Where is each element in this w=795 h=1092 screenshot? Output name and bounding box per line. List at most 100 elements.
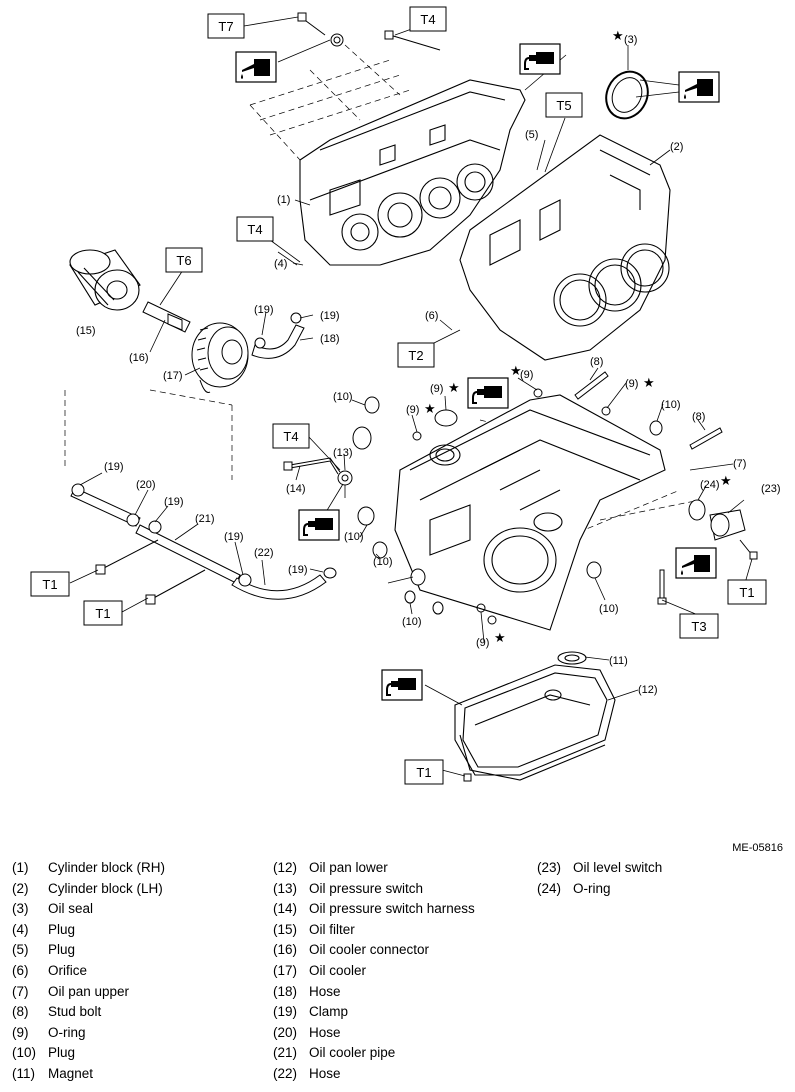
legend-label: Oil cooler connector bbox=[309, 942, 430, 958]
legend-num: (9) bbox=[12, 1024, 29, 1040]
legend-label: Oil cooler pipe bbox=[309, 1045, 396, 1061]
oil-cooler-pipe-assembly bbox=[70, 483, 337, 600]
legend-num: (2) bbox=[12, 880, 29, 896]
legend-label: Hose bbox=[309, 1024, 341, 1040]
legend-num: (1) bbox=[12, 860, 29, 875]
legend-num: (15) bbox=[273, 921, 298, 937]
callout-8: (8) bbox=[692, 411, 705, 423]
svg-text:T7: T7 bbox=[218, 19, 233, 34]
callout-10: (10) bbox=[402, 616, 422, 628]
legend-num: (11) bbox=[12, 1065, 36, 1081]
star-mark: ★ bbox=[643, 375, 655, 390]
callout-9: (9) bbox=[476, 637, 489, 649]
callout-23: (23) bbox=[761, 483, 781, 495]
legend-item: (7) Oil pan upper bbox=[12, 982, 165, 1003]
legend-column-2: (12) Oil pan lower (13)Oil pressure switc… bbox=[273, 858, 475, 1085]
callout-17: (17) bbox=[163, 370, 183, 382]
legend-num: (7) bbox=[12, 983, 29, 999]
legend-label: Hose bbox=[309, 1065, 341, 1081]
oil-pressure-switch bbox=[283, 457, 353, 486]
legend-num: (8) bbox=[12, 1004, 29, 1020]
star-mark: ★ bbox=[424, 401, 436, 416]
oil-cooler-connector bbox=[142, 301, 191, 333]
legend-label: Stud bolt bbox=[48, 1004, 102, 1020]
legend-item: (6) Orifice bbox=[12, 961, 165, 982]
figure-code: ME-05816 bbox=[732, 842, 783, 854]
legend-label: Orifice bbox=[48, 962, 88, 978]
callout-8: (8) bbox=[590, 356, 603, 368]
legend-label: Plug bbox=[48, 921, 76, 937]
svg-text:T6: T6 bbox=[176, 253, 191, 268]
legend-label: Hose bbox=[309, 983, 341, 999]
legend-item: (23)Oil level switch bbox=[537, 858, 662, 879]
callout-10: (10) bbox=[661, 399, 681, 411]
legend-num: (4) bbox=[12, 921, 29, 937]
oil-apply-icon bbox=[235, 51, 277, 83]
callout-21: (21) bbox=[195, 513, 215, 525]
legend-label: Oil pressure switch harness bbox=[309, 901, 475, 917]
legend-item: (24)O-ring bbox=[537, 879, 662, 900]
legend-item: (2) Cylinder block (LH) bbox=[12, 879, 165, 900]
legend-label: Oil pan lower bbox=[309, 860, 388, 875]
pan-bolt bbox=[463, 773, 472, 782]
legend-label: Plug bbox=[48, 942, 76, 958]
cylinder-block-rh bbox=[299, 79, 526, 266]
callout-20: (20) bbox=[136, 479, 156, 491]
callout-10: (10) bbox=[599, 603, 619, 615]
legend-label: Oil level switch bbox=[573, 860, 663, 875]
legend-item: (12) Oil pan lower bbox=[273, 858, 475, 879]
legend-item: (19)Clamp bbox=[273, 1002, 475, 1023]
callout-19: (19) bbox=[288, 564, 308, 576]
legend-item: (5)Plug bbox=[12, 940, 165, 961]
legend-item: (8) Stud bolt bbox=[12, 1002, 165, 1023]
torque-box-t4-mid: T4 bbox=[272, 423, 310, 449]
legend-item: (13)Oil pressure switch bbox=[273, 879, 475, 900]
legend-label: Oil cooler bbox=[309, 962, 367, 978]
callout-6: (6) bbox=[425, 310, 438, 322]
callout-2: (2) bbox=[670, 141, 683, 153]
legend-item: (21)Oil cooler pipe bbox=[273, 1043, 475, 1064]
legend-item: (17) Oil cooler bbox=[273, 961, 475, 982]
legend-item: (1) Cylinder block (RH) bbox=[12, 858, 165, 879]
legend-num: (17) bbox=[273, 962, 298, 978]
callout-10: (10) bbox=[344, 531, 364, 543]
svg-text:T2: T2 bbox=[408, 348, 423, 363]
legend-num: (12) bbox=[273, 860, 298, 875]
legend-num: (22) bbox=[273, 1065, 298, 1081]
callout-9: (9) bbox=[430, 383, 443, 395]
callout-7: (7) bbox=[733, 458, 746, 470]
legend-label: O-ring bbox=[573, 880, 611, 896]
torque-box-t4-left: T4 bbox=[236, 216, 274, 242]
legend-item: (18)Hose bbox=[273, 982, 475, 1003]
sealant-icon bbox=[381, 669, 423, 701]
svg-text:T1: T1 bbox=[42, 577, 57, 592]
svg-text:T3: T3 bbox=[691, 619, 706, 634]
torque-box-t4-top: T4 bbox=[409, 6, 447, 32]
callout-14: (14) bbox=[286, 483, 306, 495]
torque-box-t1-right: T1 bbox=[727, 579, 767, 605]
oil-pan-lower bbox=[454, 651, 616, 781]
legend-item: (11) Magnet bbox=[12, 1064, 165, 1085]
svg-text:T1: T1 bbox=[739, 585, 754, 600]
legend-label: Clamp bbox=[309, 1004, 349, 1020]
torque-box-t1-a: T1 bbox=[30, 571, 70, 597]
legend-num: (20) bbox=[273, 1024, 298, 1040]
oil-filter bbox=[69, 249, 141, 311]
legend-label: Magnet bbox=[48, 1065, 94, 1081]
star-mark: ★ bbox=[510, 363, 522, 378]
legend-item: (14)Oil pressure switch harness bbox=[273, 899, 475, 920]
legend-label: Cylinder block (RH) bbox=[48, 860, 166, 875]
legend-label: Oil pan upper bbox=[48, 983, 130, 999]
legend-label: Cylinder block (LH) bbox=[48, 880, 163, 896]
legend-num: (6) bbox=[12, 962, 29, 978]
plugs-10 bbox=[352, 396, 663, 615]
star-mark: ★ bbox=[448, 380, 460, 395]
oil-level-switch bbox=[688, 499, 758, 560]
callout-24: (24) bbox=[700, 479, 720, 491]
callout-9: (9) bbox=[625, 378, 638, 390]
long-bolt bbox=[657, 569, 667, 605]
callout-12: (12) bbox=[638, 684, 658, 696]
callout-11: (11) bbox=[609, 655, 628, 667]
svg-text:T1: T1 bbox=[95, 606, 110, 621]
torque-box-t5: T5 bbox=[545, 92, 583, 118]
